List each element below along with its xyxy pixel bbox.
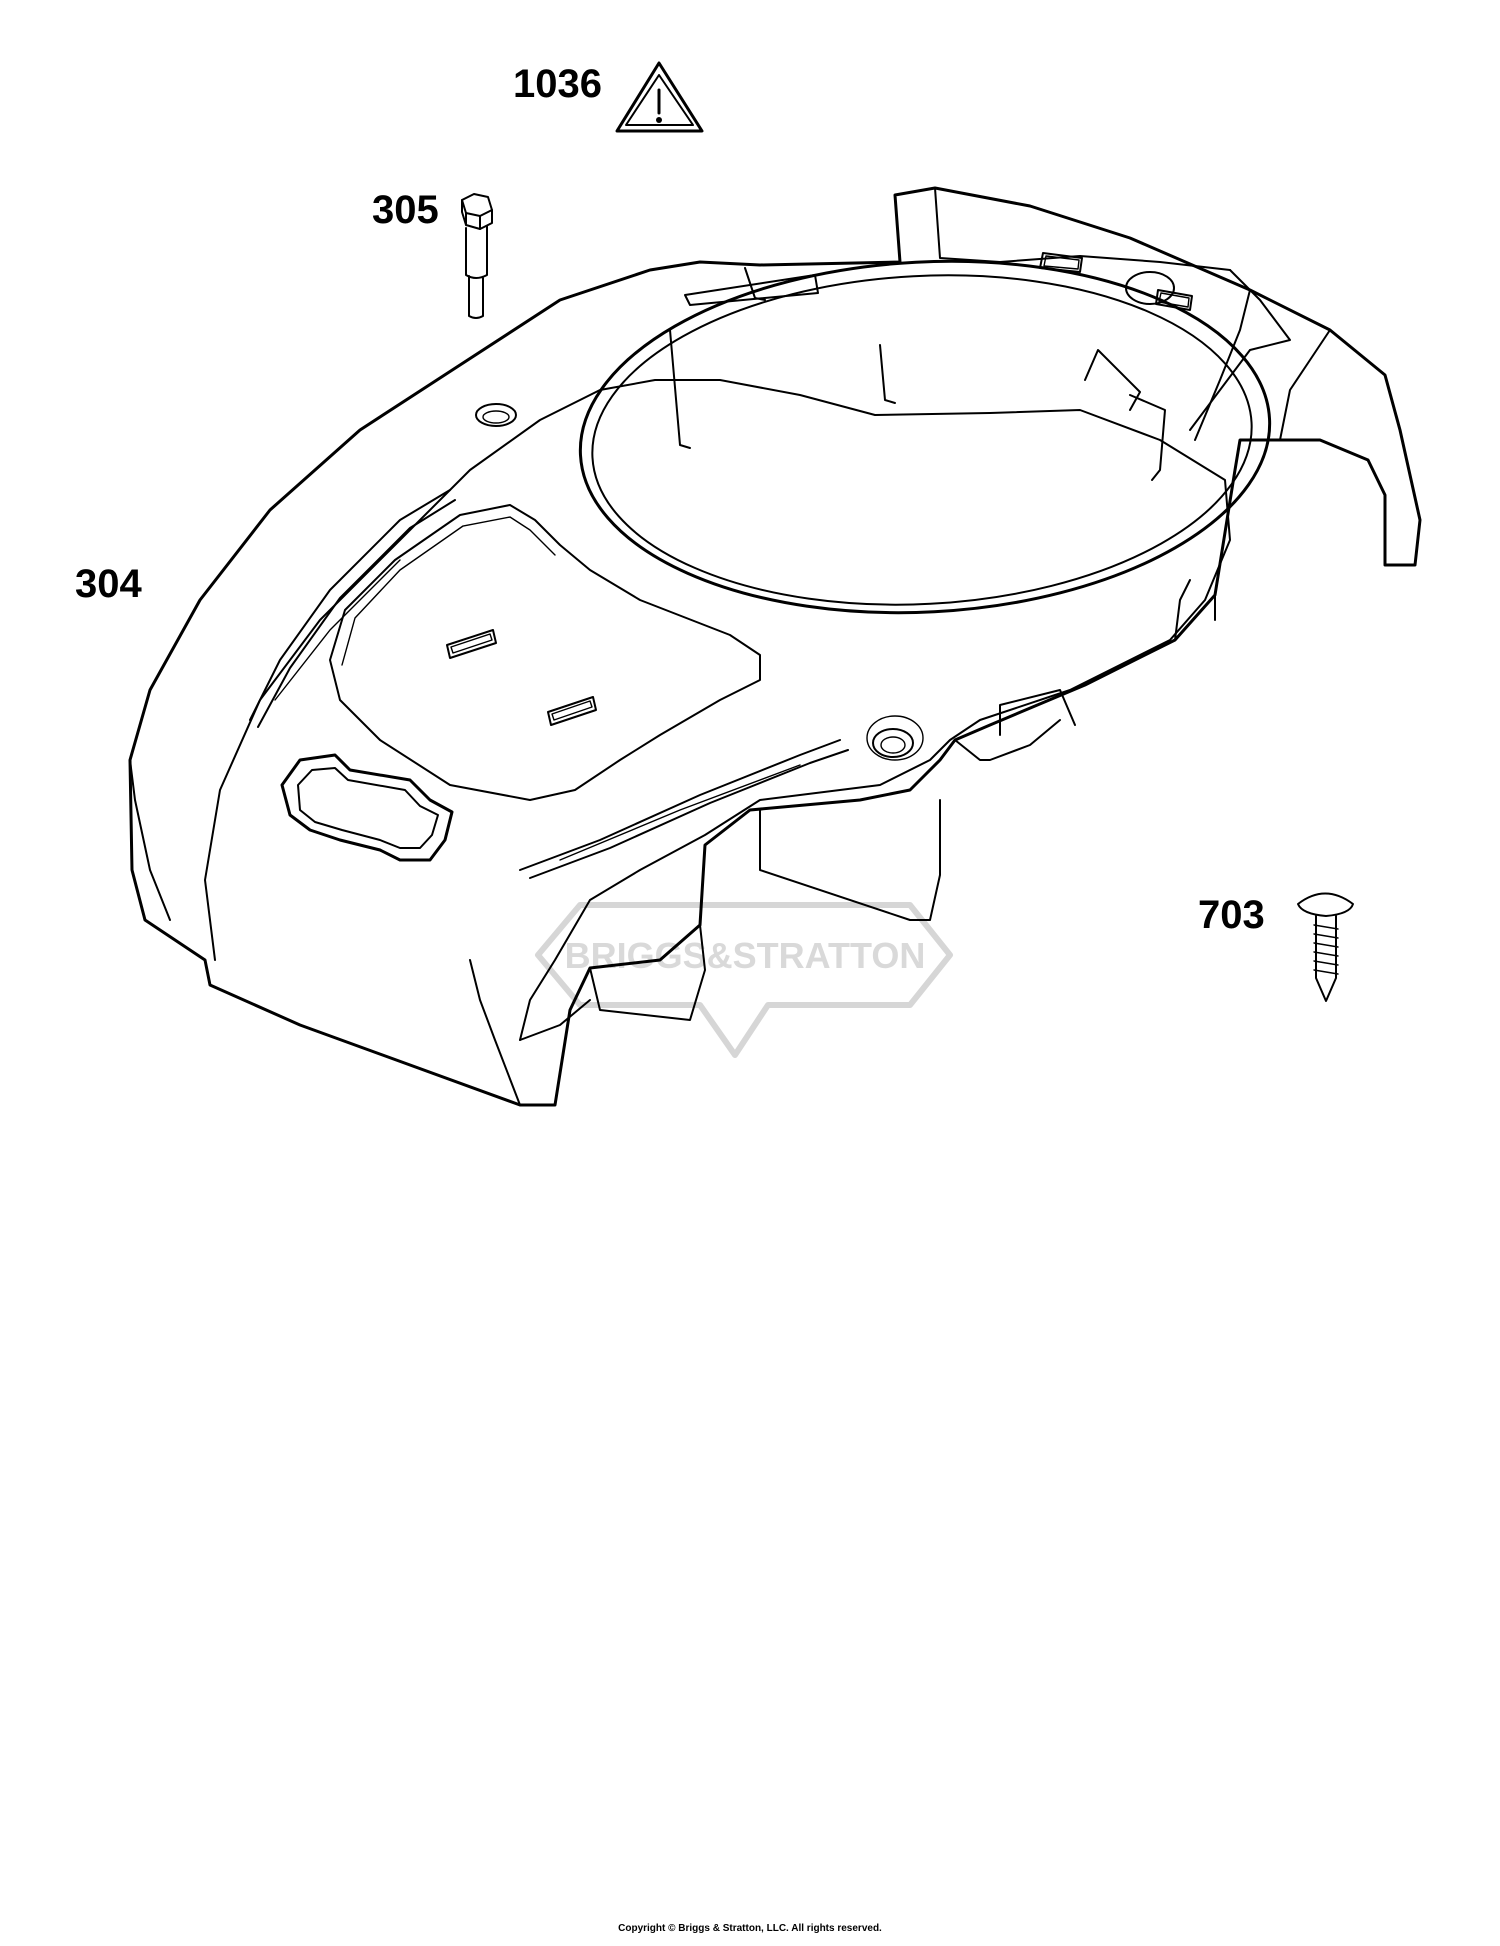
callout-304: 304 (75, 562, 142, 606)
screw-part (1297, 892, 1354, 1002)
callout-703: 703 (1198, 893, 1265, 937)
copyright-footer: Copyright © Briggs & Stratton, LLC. All … (618, 1923, 882, 1934)
callout-1036: 1036 (513, 62, 602, 106)
watermark-logo: BRIGGS&STRATTON (535, 902, 953, 1058)
bolt-part (461, 193, 493, 319)
watermark-text: BRIGGS&STRATTON (565, 935, 926, 976)
blower-housing-part (128, 186, 1422, 1107)
callout-305: 305 (372, 188, 439, 232)
warning-triangle-icon (615, 61, 704, 133)
